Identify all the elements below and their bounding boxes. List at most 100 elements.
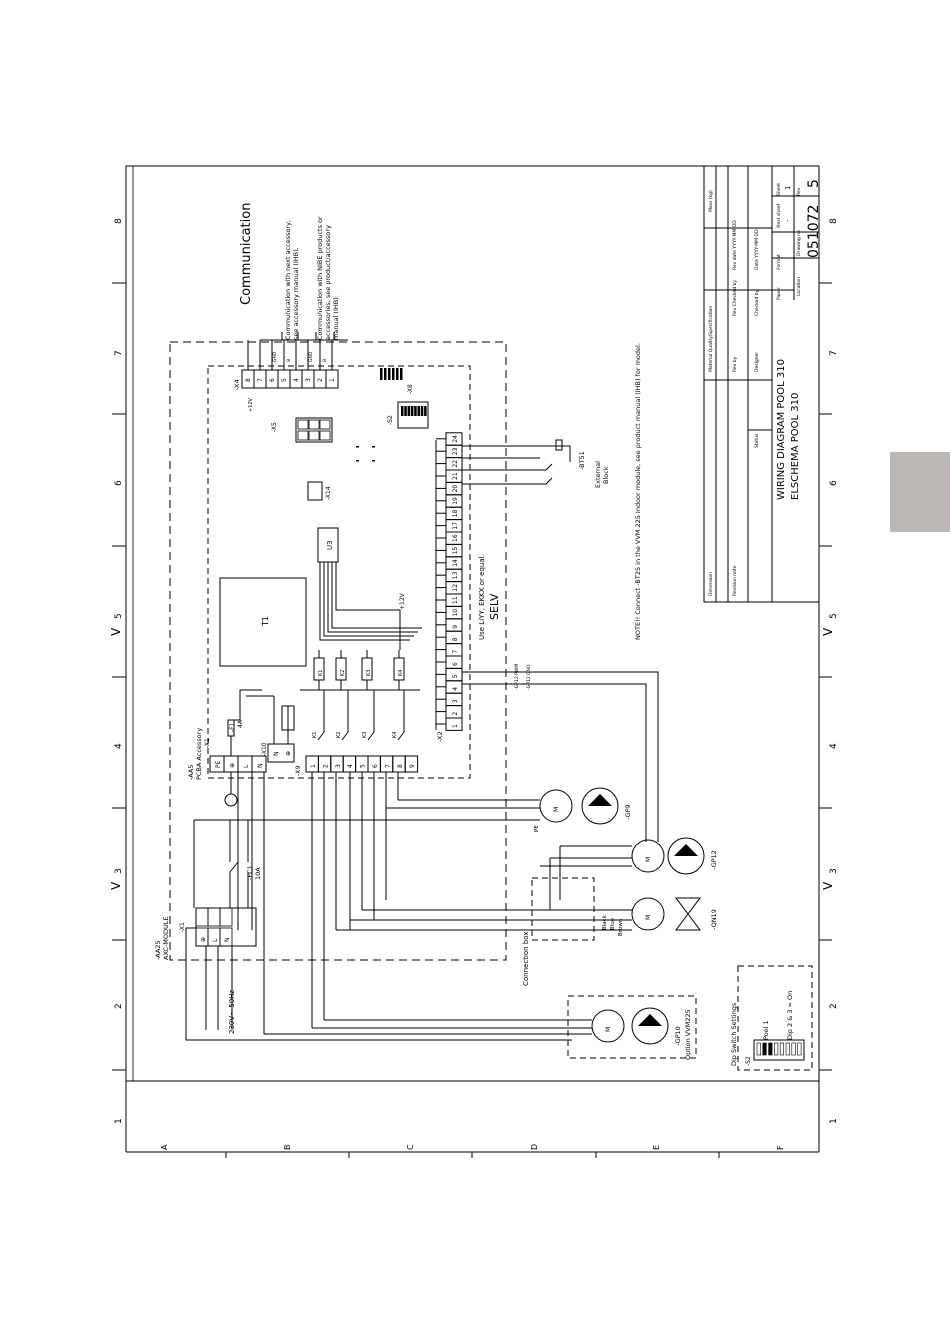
terminal-pin: ⊕ [200,937,207,942]
terminal-x1 [195,907,257,947]
terminal-pin: 10 [452,609,459,617]
signal-label: -GP12 GND [526,664,532,690]
terminal-x9 [367,755,381,773]
terminal-name: -X9 [294,765,302,776]
column-number: 5 [829,613,839,619]
terminal-pin: N [273,752,280,757]
terminal-name: -X2 [436,731,444,742]
column-number: 4 [829,743,839,749]
terminal-x9 [342,755,357,773]
pcb-outline [207,365,471,779]
wire-label: Brown [618,918,624,936]
module-label: AXC-MODULE [162,916,170,960]
column-number: 3 [114,868,124,874]
dip-label: Dip 2 & 3 = On [786,991,794,1040]
terminal-pin: ⊕ [229,763,236,768]
title-block-value: 1 [784,186,792,190]
motor-label: M [645,915,652,920]
terminal-pin: 23 [452,447,459,455]
terminal-pin: 7 [257,378,264,382]
terminal-x9 [355,755,369,773]
terminal-x9 [379,755,394,773]
terminal-pin: 8 [452,637,459,641]
connection-box-label: Connection box [522,932,530,987]
terminal-aa5 [237,755,253,773]
terminal-pin: ⊕ [285,751,292,756]
dip-switch [753,1039,805,1061]
terminal-pin: L [243,764,250,768]
wire [462,671,659,842]
terminal-pin: 5 [281,378,288,382]
motor-label: M [553,807,560,812]
pump-motor-gp10 [591,1009,625,1043]
center-marker: V [109,881,123,890]
selv-label: SELV [488,593,501,620]
terminal-pin: 5 [360,764,367,768]
relay-label: K1 [312,732,318,738]
title-block-label: Rev Checked by [732,280,738,316]
wire [462,683,647,842]
module-label: PCBA Accessory [195,728,203,780]
wire [462,463,553,471]
communication-note: Communication with next accessory, [284,220,292,340]
terminal-pin: 12 [452,584,459,592]
drawing-title: ELSCHEMA POOL 310 [790,393,801,500]
title-block-label: Rev [796,187,802,196]
terminal-pin: 24 [452,435,459,443]
terminal-pin: 1 [329,378,336,382]
title-block-label: Format [776,254,782,270]
pump-label: Option VVM225 [684,1009,692,1060]
pin-label: GND [308,351,314,362]
terminal-pin: 6 [372,764,379,768]
pump-label: -QN19 [710,909,718,930]
column-number: 6 [114,480,124,486]
title-block-label: Drawing no [796,230,802,256]
terminal-name: -X4 [233,379,241,390]
option-box [567,995,697,1059]
terminal-pin: 13 [452,571,459,579]
wire [229,861,239,908]
title-block-label: Location [796,277,802,296]
title-block-label: Date YYYY-MM-DD [754,229,760,270]
terminal-pin: 4 [452,687,459,691]
title-block-label: Rev by [732,356,738,372]
center-marker: V [109,627,123,636]
terminal-pin: N [224,938,231,943]
wire [397,690,405,741]
title-block-label: Designer [754,352,760,372]
terminal-pin: 6 [452,662,459,666]
column-number: 8 [829,218,839,224]
wire [319,562,410,641]
pump-label: -GP10 [674,1026,682,1046]
terminal-pin: N [257,764,264,769]
terminal-pin: 15 [452,547,459,555]
title-block-label: Checked by [754,289,760,316]
drawing-title: WIRING DIAGRAM POOL 310 [776,359,787,500]
pump-gp12 [667,837,705,875]
title-block-value: - [784,219,792,222]
column-number: 2 [114,1003,124,1009]
terminal-name: -X10 [261,742,268,756]
page-edge-tab [890,452,950,532]
sensor-bt51 [555,439,563,451]
terminal-pin: 2 [452,712,459,716]
terminal-pin: 9 [452,625,459,629]
column-number: 1 [829,1118,839,1124]
wire [327,562,418,633]
fuse-label: -FC1 [246,865,254,880]
sensor-label: -BT51 [578,451,586,470]
relay-label: K4 [398,670,404,676]
wire [317,690,325,741]
terminal-name: -S2 [387,415,394,425]
terminal-name: -X5 [271,422,278,432]
pump-gp10 [631,1007,669,1045]
drawing-frame [125,165,820,1082]
terminal-aa5 [251,755,267,773]
terminal-name: -X1 [204,738,211,748]
relay-label: K4 [392,732,398,738]
note-bt25: NOTE!! Connect -BT25 in the VVM 225 Indo… [634,343,642,640]
column-number: 8 [114,218,124,224]
communication-title: Communication [239,203,254,305]
wire [323,562,414,637]
terminal-pin: 7 [384,764,391,768]
